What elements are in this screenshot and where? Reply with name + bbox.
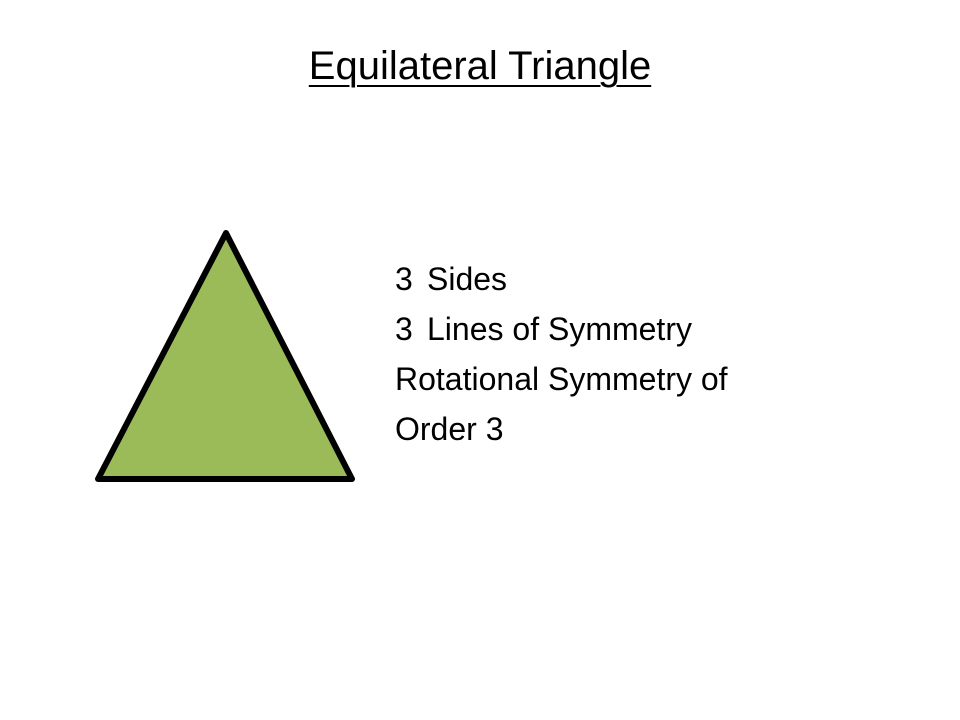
equilateral-triangle-icon [95, 230, 355, 482]
rotation-line-2: Order 3 [395, 411, 504, 447]
sides-fact: 3 Sides [395, 254, 935, 304]
symmetry-count: 3 [395, 311, 413, 347]
sides-count: 3 [395, 261, 413, 297]
triangle-shape [95, 230, 355, 482]
symmetry-fact: 3 Lines of Symmetry [395, 304, 935, 354]
rotation-line-1: Rotational Symmetry of [395, 361, 728, 397]
sides-label: Sides [427, 261, 508, 297]
slide-title: Equilateral Triangle [308, 44, 652, 88]
symmetry-label: Lines of Symmetry [427, 311, 692, 347]
rotation-fact: Rotational Symmetry of Order 3 [395, 354, 935, 454]
